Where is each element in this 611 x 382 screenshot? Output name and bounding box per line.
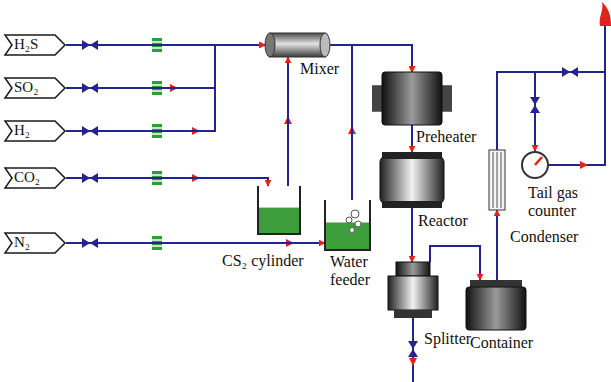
filters xyxy=(152,38,162,250)
flare-symbol xyxy=(600,2,611,26)
flow-arrow xyxy=(409,358,417,366)
tail-gas-counter: Tail gas counter xyxy=(521,151,549,179)
equipment-picture xyxy=(380,152,444,208)
vent-line xyxy=(535,72,605,165)
pipe-connector xyxy=(411,208,413,262)
equipment-label: CS₂ cylinder xyxy=(222,252,304,270)
gas-source-arrow: H₂S xyxy=(4,34,66,56)
liquid xyxy=(259,208,299,233)
mixer-cap xyxy=(320,33,330,57)
arrow-shape xyxy=(5,35,65,55)
cs2-cylinder: CS₂ cylinder xyxy=(258,186,300,234)
equipment-picture xyxy=(521,151,549,179)
preheater-unit: Preheater xyxy=(372,72,452,125)
equipment-label: Mixer xyxy=(300,60,339,78)
arrow-shape xyxy=(5,121,65,141)
pipe-connector xyxy=(496,210,498,280)
container-vessel: Container xyxy=(466,280,526,330)
container-body xyxy=(466,287,526,330)
pipe-connector xyxy=(411,125,413,152)
liquid xyxy=(326,223,369,250)
arrow-shape xyxy=(5,168,65,188)
equipment-label: Reactor xyxy=(418,212,468,230)
splitter-body xyxy=(388,276,438,310)
gas-source-arrow: CO₂ xyxy=(4,167,66,189)
pipe-connector xyxy=(66,45,265,131)
gas-source-arrow: H₂ xyxy=(4,120,66,142)
bubble xyxy=(350,228,355,233)
bubble xyxy=(351,210,359,218)
pipe-connector xyxy=(287,57,289,186)
equipment-picture xyxy=(258,186,300,234)
drain-line xyxy=(412,318,414,382)
pipe-connector xyxy=(330,45,412,72)
mixer-cap xyxy=(265,33,275,57)
pipe-connector xyxy=(66,178,268,186)
reactor-band xyxy=(382,152,442,159)
gauge-dial xyxy=(522,152,548,178)
bubble xyxy=(346,217,352,223)
gas-source-arrow: N₂ xyxy=(4,232,66,254)
mixer-vessel: Mixer xyxy=(265,33,330,57)
gas-name: SO₂ xyxy=(14,79,38,96)
gas-source-arrow: SO₂ xyxy=(4,77,66,99)
equipment-picture xyxy=(466,280,526,330)
arrow-shape xyxy=(5,78,65,98)
condenser-tube-line xyxy=(497,152,498,208)
heater-body xyxy=(382,72,442,125)
pipe-connector xyxy=(430,246,480,280)
bubble xyxy=(355,221,361,227)
condenser-tube-line xyxy=(501,152,502,208)
gas-name: H₂ xyxy=(14,122,30,139)
equipment-label: Container xyxy=(470,334,533,352)
arrow-outline xyxy=(4,120,66,142)
condenser-tube-line xyxy=(493,152,494,208)
equipment-label: Splitter xyxy=(424,330,471,348)
equipment-label: Preheater xyxy=(416,128,476,146)
equipment-picture xyxy=(489,150,505,210)
water-feeder: Water feeder xyxy=(325,200,370,250)
equipment-label: Condenser xyxy=(510,228,578,246)
equipment-label: Tail gas counter xyxy=(528,184,608,221)
splitter-top xyxy=(396,262,430,276)
gas-name: H₂S xyxy=(14,36,38,53)
splitter-base xyxy=(394,310,432,318)
equipment-picture xyxy=(265,33,330,57)
flow-arrow xyxy=(580,161,588,169)
arrow-shape xyxy=(5,233,65,253)
equipment-picture xyxy=(325,200,370,250)
gauge-needle xyxy=(535,157,542,165)
arrow-outline xyxy=(4,232,66,254)
vessel-wall xyxy=(258,186,300,234)
pipe-connector xyxy=(497,72,535,151)
flare-line xyxy=(604,24,606,72)
pipe-connector xyxy=(66,242,325,244)
flow-arrows xyxy=(170,84,588,366)
splitter-vessel: Splitter xyxy=(388,262,438,318)
equipment-picture xyxy=(372,72,452,125)
vessel-wall xyxy=(325,200,370,250)
reactor-vessel: Reactor xyxy=(380,152,444,208)
reactor-body xyxy=(380,156,444,204)
pipe-connector xyxy=(66,45,265,88)
mixer-body xyxy=(270,33,325,57)
reactor-band xyxy=(382,201,442,208)
gas-name: N₂ xyxy=(14,234,30,251)
condenser-jacket xyxy=(489,150,505,210)
condenser-tube: Condenser xyxy=(489,150,505,210)
equipment-picture xyxy=(388,262,438,318)
gas-name: CO₂ xyxy=(14,169,40,186)
equipment-label: Water feeder xyxy=(330,253,390,290)
